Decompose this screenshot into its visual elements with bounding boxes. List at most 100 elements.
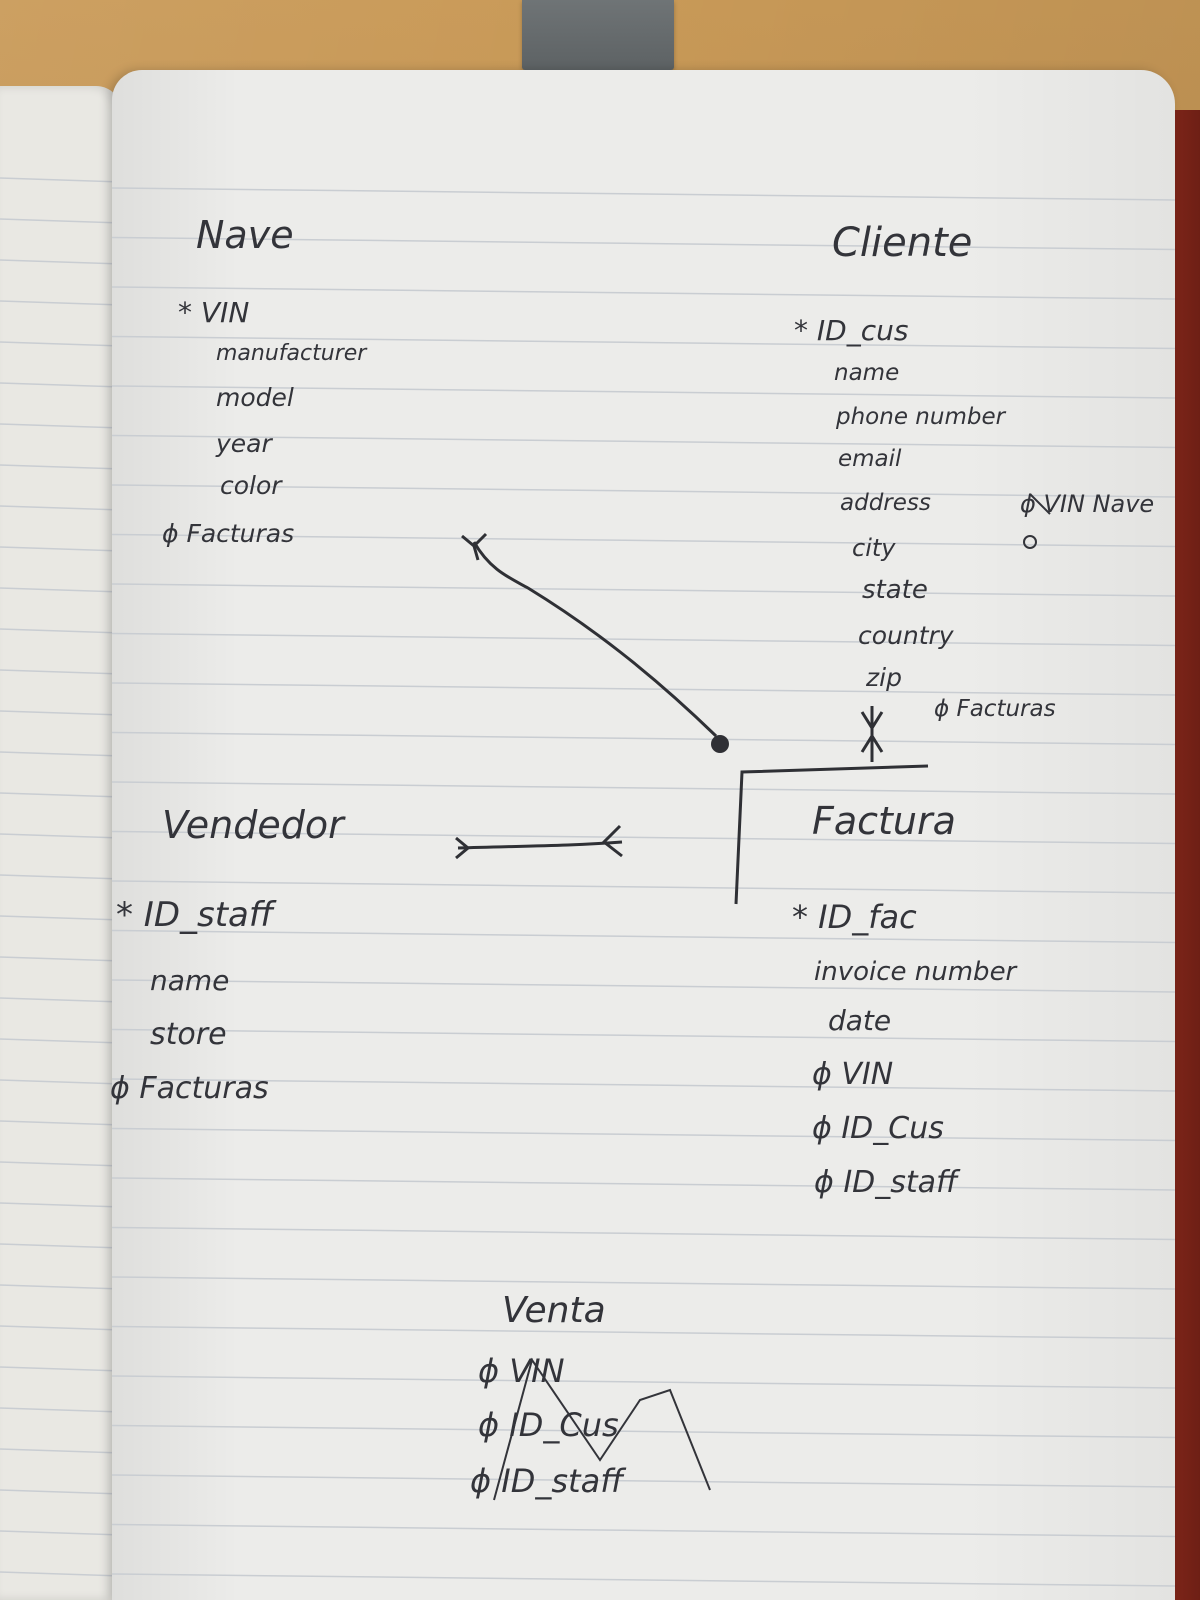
ruled-line [0,1161,122,1167]
entity-field: * ID_staff [116,895,277,935]
crows-foot-mark [860,706,884,762]
ruled-line [112,484,1175,498]
relationship-nave-factura [472,541,718,738]
ruled-line [112,434,1175,449]
ruled-line [112,385,1175,399]
margin-note: ϕ VIN Nave [1020,490,1154,518]
ruled-line [0,1284,122,1290]
ruled-line [0,1038,122,1044]
ruled-line [0,423,122,429]
right-page-rules [112,187,1175,1587]
ruled-line [0,956,122,962]
entity-field: * ID_fac [792,898,917,936]
entity-field: ϕ Facturas [110,1071,269,1106]
ruled-line [112,1424,1175,1439]
ruled-line [112,979,1175,993]
entity-title: Nave [196,213,294,257]
ruled-line [0,382,122,388]
ruled-line [112,1325,1175,1340]
ruled-line [112,880,1175,894]
ruled-line [112,236,1175,251]
entity-field: country [858,621,955,650]
ruled-line [112,1523,1175,1538]
entity-venta: Venta ϕ VIN ϕ ID_Cus ϕ ID_staff [470,1290,711,1501]
entity-nave: Nave * VIN manufacturer model year color… [162,213,368,548]
entity-field: model [216,383,294,412]
ruled-line [0,587,122,593]
ruled-line [0,464,122,470]
ruled-line [112,187,1175,201]
ruled-line [0,1366,122,1372]
relationship-cliente-factura [734,764,929,905]
ruled-line [0,751,122,757]
entity-field: ϕ VIN [478,1352,565,1390]
ruled-line [0,259,122,265]
ruled-line [112,1474,1175,1488]
scribble-strokes [493,1357,711,1501]
entity-field: year [215,429,273,458]
entity-cliente: Cliente * ID_cus name phone number email… [794,220,1154,722]
entity-field: ϕ VIN [812,1057,893,1092]
crows-foot-end [461,532,488,561]
ruled-line [0,300,122,306]
entity-field: invoice number [814,957,1019,987]
entity-field: name [150,964,229,997]
entity-field: phone number [835,404,1007,430]
ruled-line [112,632,1175,647]
ruled-line [112,1078,1175,1092]
ruled-line [0,1489,122,1495]
entity-field: date [828,1004,891,1037]
relationship-lines [455,532,929,905]
ruled-line [112,781,1175,795]
ruled-line [112,1276,1175,1290]
ruled-line [0,505,122,511]
ruled-line [112,830,1175,845]
ruled-line [112,1375,1175,1389]
entity-field: name [834,360,899,386]
ruled-line [112,1177,1175,1191]
entity-field: * VIN [178,296,249,329]
entity-title: Vendedor [162,803,346,847]
ruled-line [112,1226,1175,1241]
entity-field: ϕ ID_staff [470,1462,627,1500]
entity-title: Cliente [832,220,972,266]
entity-title: Factura [812,799,956,843]
entity-title: Venta [502,1290,606,1331]
crows-foot-start [455,836,471,860]
ruled-line [112,583,1175,597]
ruled-line [0,1120,122,1126]
entity-field: ϕ ID_staff [814,1165,961,1200]
ruled-line [0,1079,122,1085]
ruled-line [0,546,122,552]
ruled-line [0,997,122,1003]
ruled-line [0,915,122,921]
entity-field: email [838,446,902,472]
ruled-line [0,833,122,839]
entity-field: color [220,471,283,500]
ruled-line [0,1202,122,1208]
entity-field: ϕ ID_Cus [478,1406,619,1444]
entity-field: ϕ Facturas [162,519,294,548]
optional-circle [1023,535,1037,549]
entity-field: zip [865,663,902,692]
ruled-line [0,669,122,675]
ruled-line [0,1325,122,1331]
ruled-line [0,218,122,224]
entity-field: address [840,490,931,516]
entity-field: ϕ ID_Cus [812,1111,944,1146]
ruled-line [112,533,1175,548]
entity-field: city [852,534,896,562]
entity-field: state [862,575,928,605]
ruled-line [0,792,122,798]
relationship-dot [711,735,729,753]
ruled-line [0,341,122,347]
ruled-line [0,177,122,183]
ruled-line [112,682,1175,696]
bookmark-ribbon [522,0,674,70]
ruled-line [112,731,1175,746]
entity-field: manufacturer [216,341,368,366]
entity-vendedor: Vendedor * ID_staff name store ϕ Factura… [110,803,346,1106]
ruled-line [0,1571,122,1577]
entity-field: * ID_cus [794,314,908,347]
